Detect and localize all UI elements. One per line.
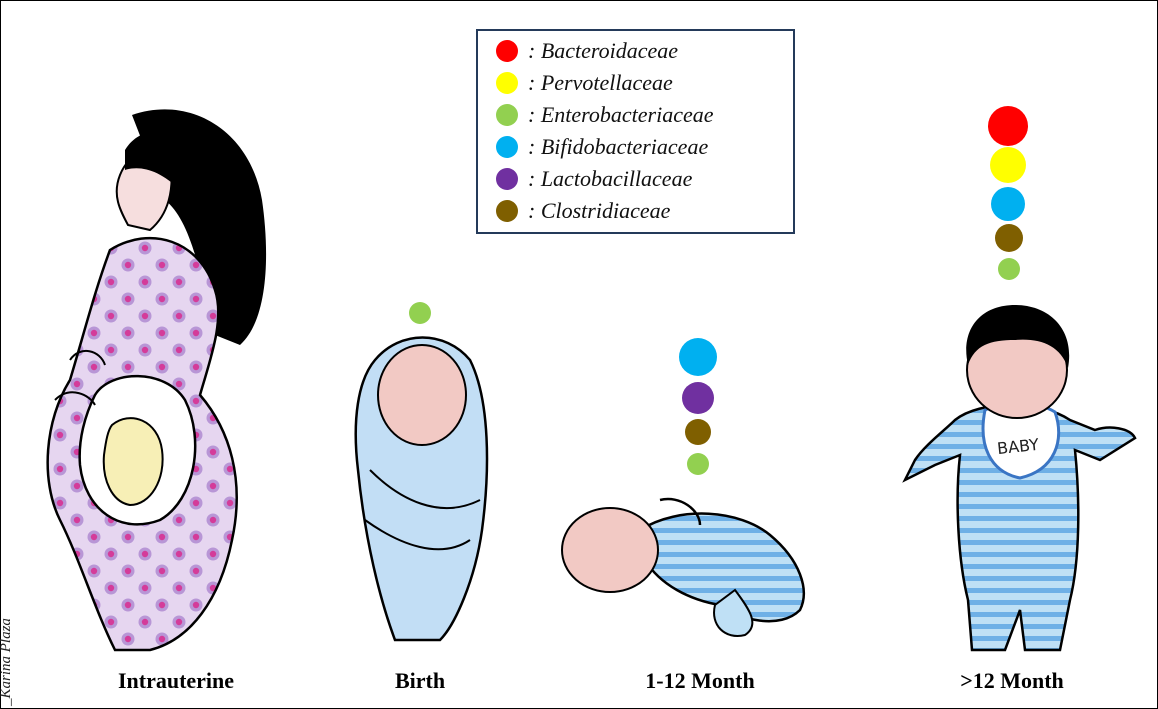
legend-item-clostridiaceae: : Clostridiaceae [496,195,670,227]
infant-illustration [562,499,804,636]
newborn-illustration [356,338,487,641]
legend-item-pervotellaceae: : Pervotellaceae [496,67,673,99]
caption-birth: Birth [395,668,445,694]
legend-item-bifidobacteriaceae: : Bifidobacteriaceae [496,131,708,163]
legend-label: : Clostridiaceae [528,198,670,224]
birth-enterobacteriaceae-dot [409,302,431,324]
legend-item-bacteroidaceae: : Bacteroidaceae [496,35,678,67]
bacteroidaceae-marker [496,40,518,62]
infant-lactobacillaceae-dot [682,382,714,414]
caption-over-12-month: >12 Month [960,668,1064,694]
legend-label: : Enterobacteriaceae [528,102,714,128]
lactobacillaceae-marker [496,168,518,190]
legend-label: : Bacteroidaceae [528,38,678,64]
legend-label: : Lactobacillaceae [528,166,692,192]
toddler-pervotellaceae-dot [990,147,1026,183]
caption-intrauterine: Intrauterine [118,668,234,694]
toddler-bacteroidaceae-dot [988,106,1028,146]
toddler-enterobacteriaceae-dot [998,258,1020,280]
legend-label: : Bifidobacteriaceae [528,134,708,160]
clostridiaceae-marker [496,200,518,222]
pervotellaceae-marker [496,72,518,94]
legend-item-lactobacillaceae: : Lactobacillaceae [496,163,692,195]
caption-1-12-month: 1-12 Month [645,668,754,694]
legend-box: : Bacteroidaceae : Pervotellaceae : Ente… [476,29,795,234]
legend-label: : Pervotellaceae [528,70,673,96]
infant-bifidobacteriaceae-dot [679,338,717,376]
enterobacteriaceae-marker [496,104,518,126]
legend-item-enterobacteriaceae: : Enterobacteriaceae [496,99,714,131]
artist-signature: _Karina Plaza [0,610,22,706]
infant-enterobacteriaceae-dot [687,453,709,475]
toddler-illustration [905,305,1135,650]
bifidobacteriaceae-marker [496,136,518,158]
toddler-bifidobacteriaceae-dot [991,187,1025,221]
infant-clostridiaceae-dot [685,419,711,445]
toddler-clostridiaceae-dot [995,224,1023,252]
pregnant-woman-illustration [48,109,266,650]
